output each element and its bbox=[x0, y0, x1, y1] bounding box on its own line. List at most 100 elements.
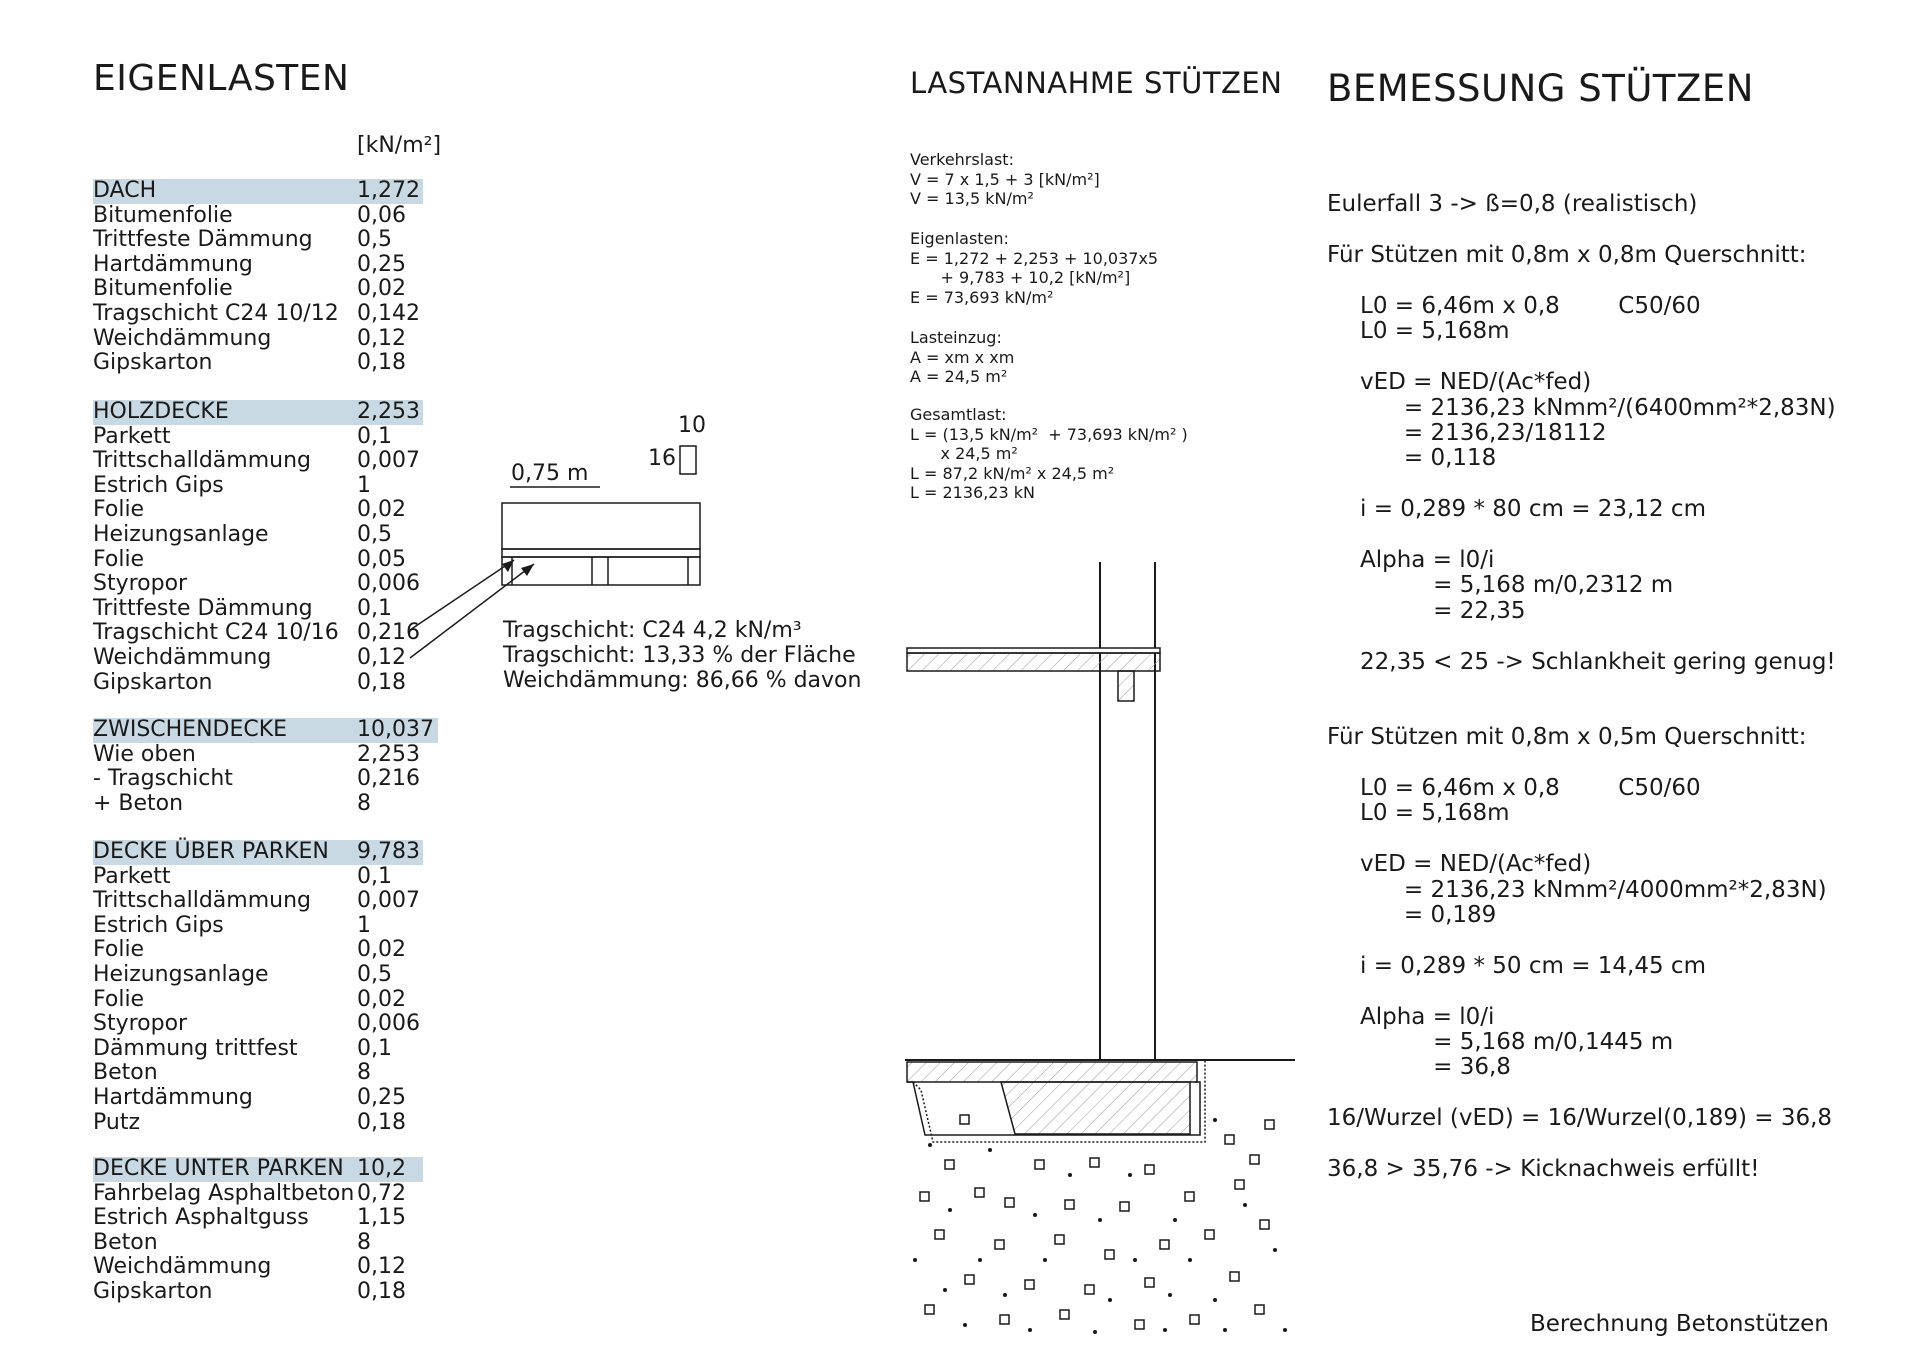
group-name: DACH bbox=[93, 178, 157, 203]
layer-value: 0,1 bbox=[357, 423, 392, 449]
detail-notes: Tragschicht: C24 4,2 kN/m³ Tragschicht: … bbox=[503, 618, 862, 693]
case1-title: Für Stützen mit 0,8m x 0,8m Querschnitt: bbox=[1327, 242, 1807, 268]
layer-label: Folie bbox=[93, 497, 145, 523]
layer-value: 0,1 bbox=[357, 595, 392, 621]
group-total: 1,272 bbox=[357, 178, 420, 203]
group-name: DECKE ÜBER PARKEN bbox=[93, 839, 329, 864]
table-row: Trittschalldämmung 0,007 bbox=[93, 449, 453, 474]
layer-label: Dämmung trittfest bbox=[93, 1035, 298, 1061]
layer-value: 0,18 bbox=[357, 1109, 406, 1135]
layer-value: 0,25 bbox=[357, 1084, 406, 1110]
layer-label: Tragschicht C24 10/16 bbox=[93, 620, 339, 646]
layer-label: Weichdämmung bbox=[93, 644, 272, 670]
table-row: Weichdämmung 0,12 bbox=[93, 1255, 453, 1280]
layer-value: 0,02 bbox=[357, 276, 406, 302]
layer-value: 0,1 bbox=[357, 1035, 392, 1061]
layer-label: Weichdämmung bbox=[93, 325, 272, 351]
group-name: ZWISCHENDECKE bbox=[93, 717, 288, 742]
layer-label: Weichdämmung bbox=[93, 1254, 272, 1280]
unit-header: [kN/m²] bbox=[357, 133, 442, 158]
layer-value: 0,216 bbox=[357, 620, 420, 646]
layer-label: Hartdämmung bbox=[93, 251, 253, 277]
layer-label: Gipskarton bbox=[93, 669, 213, 695]
layer-value: 8 bbox=[357, 1229, 371, 1255]
layer-label: Trittschalldämmung bbox=[93, 448, 311, 474]
layer-value: 0,72 bbox=[357, 1180, 406, 1206]
dim-16-label: 16 bbox=[648, 446, 676, 471]
group-header: HOLZDECKE 2,253 bbox=[93, 399, 423, 425]
table-row: Folie 0,05 bbox=[93, 546, 453, 573]
layer-value: 0,12 bbox=[357, 644, 406, 670]
table-row: Tragschicht C24 10/16 0,216 bbox=[93, 621, 453, 646]
slab-detail-drawing bbox=[409, 445, 701, 659]
footer-caption: Berechnung Betonstützen bbox=[1530, 1311, 1829, 1337]
layer-value: 1 bbox=[357, 472, 371, 498]
group-total: 2,253 bbox=[357, 399, 420, 424]
layer-value: 0,18 bbox=[357, 669, 406, 695]
layer-label: Styropor bbox=[93, 571, 188, 597]
layer-value: 0,12 bbox=[357, 1254, 406, 1280]
layer-label: Bitumenfolie bbox=[93, 276, 233, 302]
verkehrslast-block: Verkehrslast: V = 7 x 1,5 + 3 [kN/m²] V … bbox=[910, 150, 1100, 208]
layer-label: Putz bbox=[93, 1109, 140, 1135]
table-row: Styropor 0,006 bbox=[93, 1012, 453, 1037]
bemessung-title: BEMESSUNG STÜTZEN bbox=[1327, 67, 1754, 110]
layer-label: Heizungsanlage bbox=[93, 521, 269, 547]
table-row: Wie oben 2,253 bbox=[93, 741, 453, 768]
layer-value: 0,5 bbox=[357, 227, 392, 253]
table-row: Dämmung trittfest 0,1 bbox=[93, 1035, 453, 1062]
layer-label: Wie oben bbox=[93, 741, 196, 767]
group-name: DECKE UNTER PARKEN bbox=[93, 1156, 344, 1181]
layer-value: 1 bbox=[357, 912, 371, 938]
layer-value: 0,5 bbox=[357, 961, 392, 987]
layer-value: 0,216 bbox=[357, 766, 420, 792]
table-row: - Tragschicht 0,216 bbox=[93, 767, 453, 792]
layer-value: 0,25 bbox=[357, 251, 406, 277]
layer-value: 0,05 bbox=[357, 546, 406, 572]
layer-label: Parkett bbox=[93, 863, 171, 889]
column-section-drawing bbox=[905, 562, 1295, 1334]
case2-body: L0 = 6,46m x 0,8 C50/60 L0 = 5,168m vED … bbox=[1360, 775, 1827, 1081]
gesamtlast-block: Gesamtlast: L = (13,5 kN/m² + 73,693 kN/… bbox=[910, 405, 1188, 502]
layer-label: Beton bbox=[93, 1060, 158, 1086]
table-row: Putz 0,18 bbox=[93, 1109, 453, 1136]
layer-value: 0,007 bbox=[357, 448, 420, 474]
layer-label: Trittfeste Dämmung bbox=[93, 227, 313, 253]
layer-value: 0,5 bbox=[357, 521, 392, 547]
group-header: DACH 1,272 bbox=[93, 178, 423, 204]
layer-value: 0,006 bbox=[357, 1011, 420, 1037]
layer-label: - Tragschicht bbox=[93, 766, 233, 792]
case1-body: L0 = 6,46m x 0,8 C50/60 L0 = 5,168m vED … bbox=[1360, 293, 1836, 675]
group-total: 9,783 bbox=[357, 839, 420, 864]
layer-value: 2,253 bbox=[357, 741, 420, 767]
group-name: HOLZDECKE bbox=[93, 399, 229, 424]
table-row: Hartdämmung 0,25 bbox=[93, 251, 453, 278]
layer-label: Estrich Gips bbox=[93, 472, 224, 498]
layer-value: 0,142 bbox=[357, 300, 420, 326]
layer-label: Folie bbox=[93, 986, 145, 1012]
layer-value: 0,1 bbox=[357, 863, 392, 889]
table-row: Trittfeste Dämmung 0,5 bbox=[93, 228, 453, 253]
layer-label: Styropor bbox=[93, 1011, 188, 1037]
layer-value: 0,18 bbox=[357, 1278, 406, 1304]
layer-value: 1,15 bbox=[357, 1205, 406, 1231]
layer-label: Heizungsanlage bbox=[93, 961, 269, 987]
layer-label: Folie bbox=[93, 546, 145, 572]
eigenlasten-block: Eigenlasten: E = 1,272 + 2,253 + 10,037x… bbox=[910, 229, 1159, 307]
